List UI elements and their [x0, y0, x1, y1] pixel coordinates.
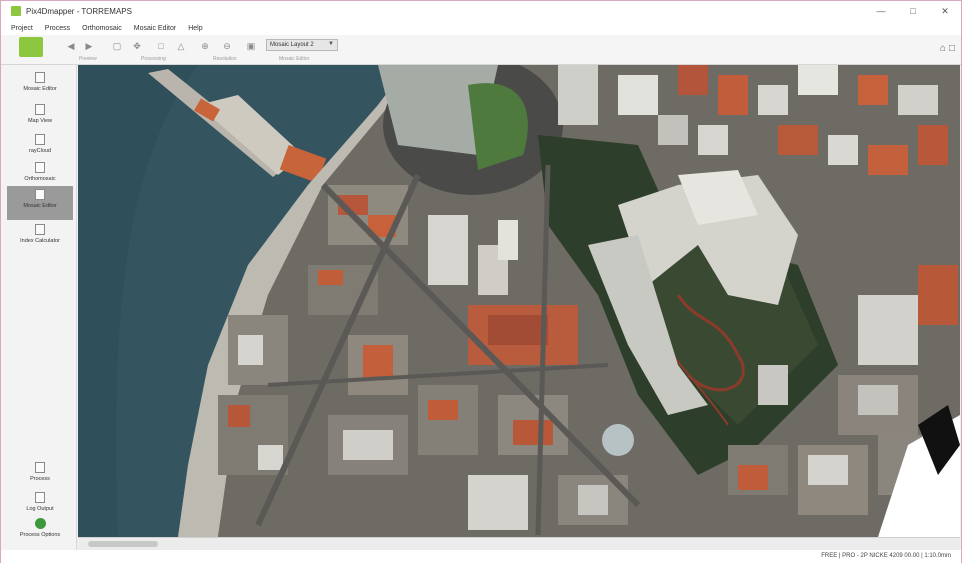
polygon-icon[interactable]: △: [177, 40, 185, 51]
draw-icon[interactable]: □: [158, 41, 164, 51]
title-bar: Pix4Dmapper - TORREMAPS — □ ✕: [1, 1, 961, 21]
forward-icon[interactable]: ▶: [85, 40, 93, 51]
sidebar-item-raycloud[interactable]: rayCloud: [7, 131, 73, 165]
log-icon: [35, 492, 45, 503]
minimize-icon[interactable]: —: [876, 6, 886, 16]
grid-icon: [35, 189, 45, 200]
sidebar-item-label: Mosaic Editor: [23, 203, 57, 209]
map-icon: [35, 104, 45, 115]
sidebar-item-process-options[interactable]: Process Options: [7, 515, 73, 549]
menu-process[interactable]: Process: [44, 24, 71, 32]
sidebar-item-orthomosaic[interactable]: Orthomosaic: [7, 159, 73, 193]
status-bar: FREE | PRO - 2P NICKE 4209 00.00 | 1:10.…: [1, 550, 961, 563]
scrollbar-thumb[interactable]: [88, 541, 158, 547]
process-icon: [35, 462, 45, 473]
sidebar-item-label: Process: [30, 476, 50, 482]
horizontal-scrollbar[interactable]: [78, 537, 960, 550]
ribbon-group-resolution: Resolution: [213, 56, 237, 62]
status-text: FREE | PRO - 2P NICKE 4209 00.00 | 1:10.…: [821, 553, 951, 559]
sidebar-item-map-view[interactable]: Map View: [7, 101, 73, 135]
menu-bar: Project Process Orthomosaic Mosaic Edito…: [1, 21, 961, 35]
window-title: Pix4Dmapper - TORREMAPS: [26, 6, 132, 16]
zoom-in-icon[interactable]: ⊕: [201, 40, 209, 51]
ribbon-right-tools: ⌂ □: [940, 43, 955, 54]
orthomosaic-map-view[interactable]: [78, 65, 960, 537]
select-icon[interactable]: ▢: [112, 40, 122, 51]
sidebar-item-mosaic-editor[interactable]: Mosaic Editor: [7, 69, 73, 103]
panel-toggle-icon[interactable]: □: [948, 43, 955, 54]
sidebar-item-label: Log Output: [26, 506, 54, 512]
zoom-out-icon[interactable]: ⊖: [223, 40, 231, 51]
ribbon-toolbar: ◀ ▶ ▢ ✥ □ △ ⊕ ⊖ ▣ Mosaic Layout 2 ▼ Prev…: [1, 35, 961, 65]
sidebar-item-label: Process Options: [19, 532, 61, 538]
sidebar-item-label: rayCloud: [28, 148, 51, 154]
ribbon-group-preview: Preview: [79, 56, 97, 62]
preset-select-value: Mosaic Layout 2: [270, 42, 314, 48]
sidebar-item-label: Mosaic Editor: [23, 86, 57, 92]
sidebar-item-process[interactable]: Process: [7, 459, 73, 493]
menu-help[interactable]: Help: [188, 24, 203, 32]
menu-mosaic-editor[interactable]: Mosaic Editor: [133, 24, 177, 32]
sidebar-item-index-calculator[interactable]: Index Calculator: [7, 221, 73, 255]
cloud-icon: [35, 134, 45, 145]
aerial-image: [78, 65, 960, 537]
menu-orthomosaic[interactable]: Orthomosaic: [82, 24, 122, 32]
home-icon[interactable]: ⌂: [939, 43, 946, 54]
pan-icon[interactable]: ✥: [133, 40, 141, 51]
sidebar: Mosaic Editor Map View rayCloud Orthomos…: [1, 65, 77, 550]
gear-icon: [34, 518, 46, 529]
preset-select[interactable]: Mosaic Layout 2 ▼: [266, 39, 338, 51]
sidebar-item-mosaic-editor-active[interactable]: Mosaic Editor: [7, 186, 73, 220]
sidebar-item-label: Index Calculator: [20, 238, 60, 244]
sidebar-item-log-output[interactable]: Log Output: [7, 489, 73, 523]
layers-icon: [35, 162, 45, 173]
menu-project[interactable]: Project: [11, 24, 33, 32]
ribbon-group-mosaic-editor: Mosaic Editor: [279, 56, 310, 62]
close-icon[interactable]: ✕: [941, 5, 949, 16]
pix4d-logo-icon: [19, 37, 43, 57]
maximize-icon[interactable]: □: [910, 6, 916, 16]
back-icon[interactable]: ◀: [67, 40, 75, 51]
document-icon: [35, 72, 45, 83]
chevron-down-icon: ▼: [328, 41, 334, 47]
app-logo-icon: [11, 6, 21, 16]
window-controls: — □ ✕: [865, 1, 961, 21]
calc-icon: [35, 224, 45, 235]
fit-icon[interactable]: ▣: [246, 40, 256, 51]
sidebar-item-label: Orthomosaic: [24, 176, 56, 182]
sidebar-item-label: Map View: [27, 118, 53, 124]
ribbon-group-processing: Processing: [141, 56, 166, 62]
